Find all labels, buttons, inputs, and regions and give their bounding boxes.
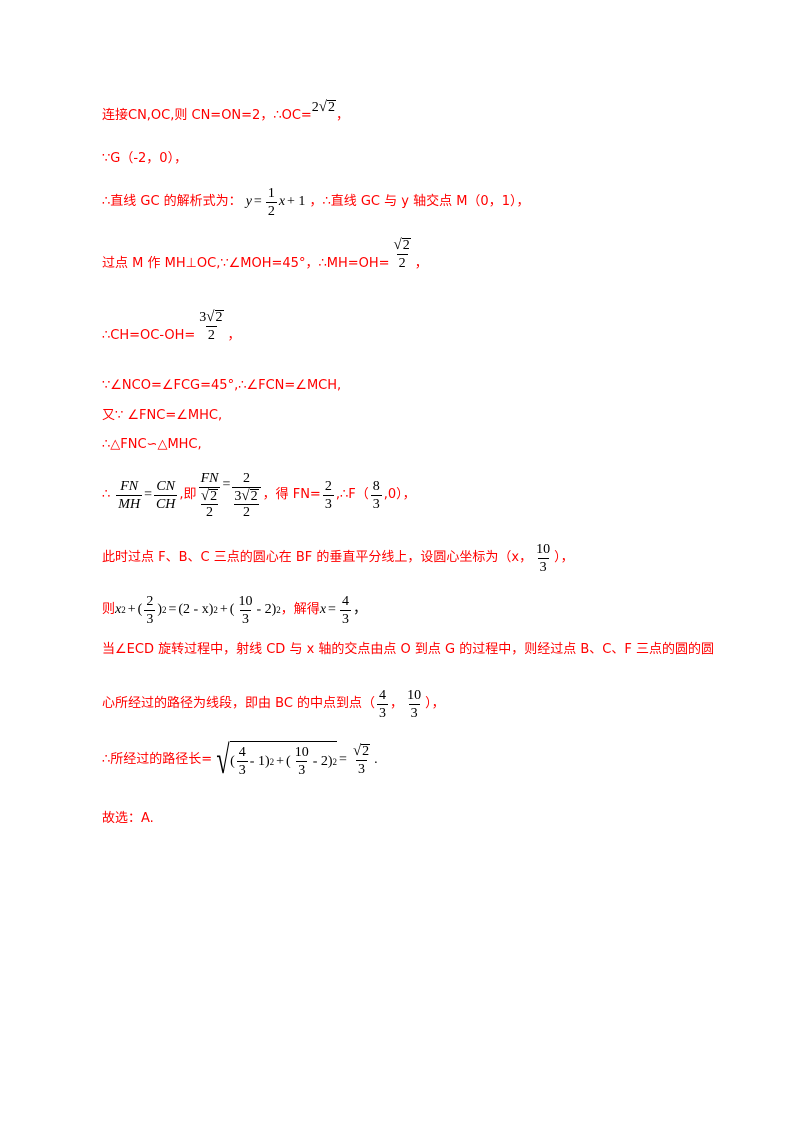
line-8-text: ∴△FNC∽△MHC,	[102, 437, 202, 452]
line-3-text-a: ∴直线 GC 的解析式为：	[102, 194, 242, 209]
line-9-text-e: ,0），	[383, 487, 416, 502]
fn-over-mh: FN MH	[116, 478, 143, 512]
line-14-text-a: ∴所经过的路径长=	[102, 752, 213, 767]
center-y-value: 10 3	[536, 541, 551, 575]
ratio-right: 2 3√2 2	[232, 471, 261, 520]
ratio-left: FN √2 2	[198, 470, 221, 520]
line-11-text-b: ，解得	[280, 602, 320, 617]
line-10-text-b: ），	[554, 550, 574, 565]
line-8: ∴△FNC∽△MHC,	[102, 437, 202, 453]
line-15-text: 故选：A.	[102, 811, 154, 826]
oc-value: 2√2	[311, 99, 337, 115]
endpoint-x: 4 3	[377, 687, 389, 721]
endpoint-y: 10 3	[407, 687, 422, 721]
line-10: 此时过点 F、B、C 三点的圆心在 BF 的垂直平分线上，设圆心坐标为（x， 1…	[102, 538, 574, 578]
sqrt-symbol: √2	[318, 99, 337, 115]
line-12: 当∠ECD 旋转过程中，射线 CD 与 x 轴的交点由点 O 到点 G 的过程中…	[102, 642, 714, 658]
line-10-text-a: 此时过点 F、B、C 三点的圆心在 BF 的垂直平分线上，设圆心坐标为（x，	[102, 550, 533, 565]
line-7: 又∵ ∠FNC=∠MHC,	[102, 408, 222, 424]
line-9-text-b: ,即	[179, 487, 197, 502]
line-4: 过点 M 作 MH⊥OC,∵∠MOH=45°，∴MH=OH= √2 2 ，	[102, 232, 428, 276]
line-13-text-b: ，	[390, 696, 404, 711]
line-1-text-b: ，	[336, 108, 350, 123]
line-15: 故选：A.	[102, 811, 154, 827]
line-7-text: 又∵ ∠FNC=∠MHC,	[102, 408, 223, 423]
line-2: ∵G（-2，0），	[102, 151, 187, 167]
f-x-value: 8 3	[370, 478, 382, 512]
line-9-text-c: ，得 FN=	[262, 487, 321, 502]
line-2-text: ∵G（-2，0），	[102, 151, 188, 166]
line-3-text-b: ，∴直线 GC 与 y 轴交点 M（0，1），	[309, 194, 530, 209]
line-12-text: 当∠ECD 旋转过程中，射线 CD 与 x 轴的交点由点 O 到点 G 的过程中…	[102, 642, 714, 657]
fn-value: 2 3	[322, 478, 334, 512]
line-5-text-b: ，	[227, 328, 241, 343]
line-13-text-c: ），	[425, 696, 445, 711]
line-6: ∵∠NCO=∠FCG=45°,∴∠FCN=∠MCH,	[102, 378, 341, 394]
line-6-text: ∵∠NCO=∠FCG=45°,∴∠FCN=∠MCH,	[102, 378, 342, 393]
line-5-text-a: ∴CH=OC-OH=	[102, 328, 196, 343]
mh-value: √2 2	[393, 236, 411, 271]
line-11-dot: ，	[352, 602, 367, 617]
line-1: 连接CN,OC,则 CN=ON=2，∴OC= 2√2 ，	[102, 100, 350, 124]
line-9-text-d: ,∴F（	[335, 487, 369, 502]
line-13: 心所经过的路径为线段，即由 BC 的中点到点（ 4 3 ， 10 3 ），	[102, 684, 445, 724]
line-5: ∴CH=OC-OH= 3√2 2 ，	[102, 306, 241, 346]
line-4-text-a: 过点 M 作 MH⊥OC,∵∠MOH=45°，∴MH=OH=	[102, 256, 390, 271]
line-13-text-a: 心所经过的路径为线段，即由 BC 的中点到点（	[102, 696, 376, 711]
line-4-text-b: ，	[414, 256, 428, 271]
line-9-text-a: ∴	[102, 487, 111, 502]
distance-value: √2 3	[352, 742, 371, 777]
cn-over-ch: CN CH	[153, 478, 178, 512]
line-1-text-a: 连接CN,OC,则 CN=ON=2，∴OC=	[102, 108, 312, 123]
line-11-text-a: 则	[102, 602, 116, 617]
line-14-dot: .	[374, 752, 378, 767]
line-9: ∴ FN MH = CN CH ,即 FN √2 2 = 2 3√2 2 ，得 …	[102, 470, 416, 520]
ch-value: 3√2 2	[199, 308, 224, 343]
